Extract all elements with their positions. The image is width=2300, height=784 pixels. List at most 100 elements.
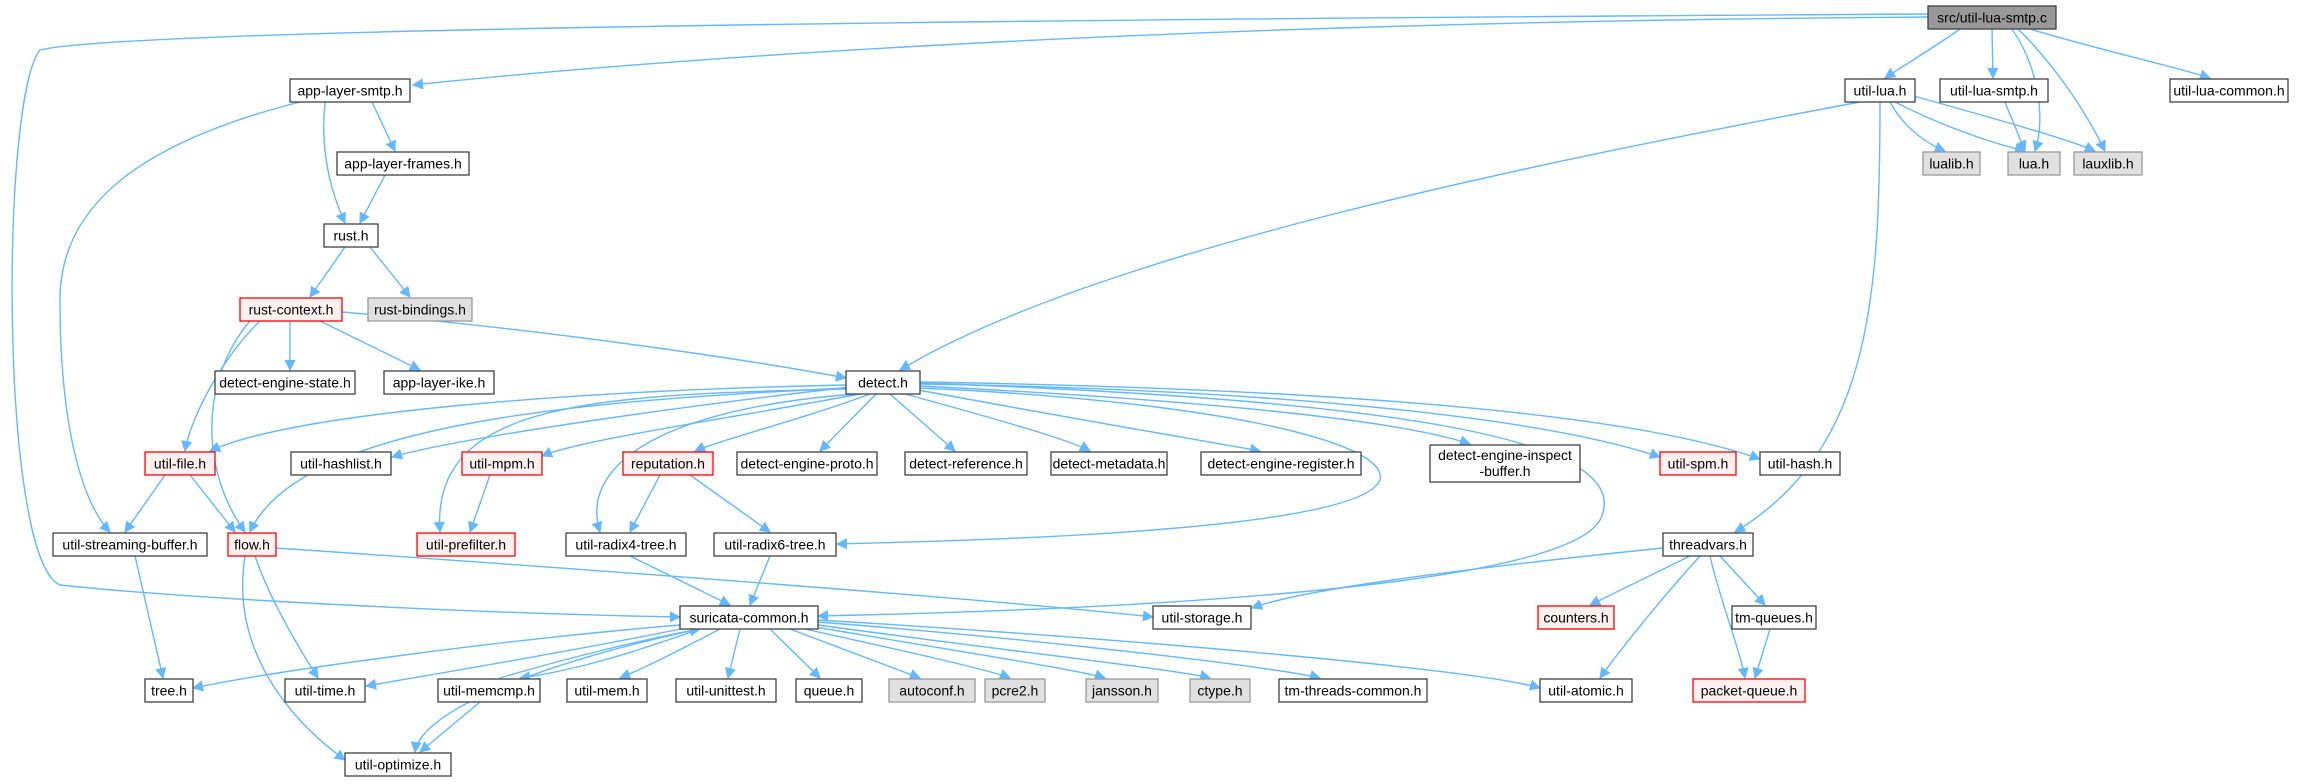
node-util-mem[interactable]: util-mem.h [566,678,648,703]
node-util-lua-common[interactable]: util-lua-common.h [2169,78,2289,103]
node-label-rust-bindings: rust-bindings.h [374,302,466,318]
node-lauxlib[interactable]: lauxlib.h [2073,151,2143,176]
node-util-lua[interactable]: util-lua.h [1844,78,1916,103]
node-detect-reference[interactable]: detect-reference.h [904,451,1028,476]
node-label-util-optimize: util-optimize.h [355,757,441,773]
edge-root-to-util-lua [1884,28,1961,79]
node-detect[interactable]: detect.h [845,370,921,395]
node-label-util-prefilter: util-prefilter.h [426,537,506,553]
node-label-util-streaming-buffer: util-streaming-buffer.h [62,537,197,553]
node-box-util-optimize [344,752,452,777]
node-jansson[interactable]: jansson.h [1085,678,1159,703]
node-autoconf[interactable]: autoconf.h [888,678,976,703]
edge-suricata-common-to-jansson [814,626,1107,681]
node-detect-engine-state[interactable]: detect-engine-state.h [214,370,356,395]
node-box-lua [2007,151,2061,176]
edge-suricata-common-to-util-mem [618,628,721,680]
node-label-util-hashlist: util-hashlist.h [300,456,382,472]
node-label-util-unittest: util-unittest.h [686,683,765,699]
node-box-util-spm [1659,451,1737,476]
node-util-unittest[interactable]: util-unittest.h [675,678,777,703]
node-label-app-layer-frames: app-layer-frames.h [344,156,462,172]
node-label-detect-metadata: detect-metadata.h [1053,456,1166,472]
node-tm-queues[interactable]: tm-queues.h [1731,605,1817,630]
node-util-time[interactable]: util-time.h [284,678,366,703]
edge-app-layer-frames-to-rust [359,174,386,224]
node-util-optimize[interactable]: util-optimize.h [344,752,452,777]
node-box-util-hash [1759,451,1841,476]
edge-root-to-app-layer-smtp [411,16,1929,90]
node-util-radix4-tree[interactable]: util-radix4-tree.h [565,532,687,557]
node-label-app-layer-smtp: app-layer-smtp.h [297,83,402,99]
node-app-layer-smtp[interactable]: app-layer-smtp.h [289,78,411,103]
edge-detect-to-detect-metadata [904,393,1091,452]
node-packet-queue[interactable]: packet-queue.h [1692,678,1806,703]
node-detect-engine-proto[interactable]: detect-engine-proto.h [736,451,878,476]
edge-app-layer-smtp-to-util-streaming-buffer [59,101,301,533]
node-ctype[interactable]: ctype.h [1189,678,1251,703]
node-counters[interactable]: counters.h [1537,605,1615,630]
node-util-lua-smtp-h[interactable]: util-lua-smtp.h [1939,78,2049,103]
node-util-prefilter[interactable]: util-prefilter.h [416,532,516,557]
node-label-tm-threads-common: tm-threads-common.h [1285,683,1422,699]
node-lualib[interactable]: lualib.h [1922,151,1981,176]
node-util-hashlist[interactable]: util-hashlist.h [290,451,392,476]
node-rust-context[interactable]: rust-context.h [239,297,343,322]
node-box-app-layer-frames [336,151,470,176]
node-reputation[interactable]: reputation.h [622,451,714,476]
node-util-mpm[interactable]: util-mpm.h [461,451,543,476]
edge-detect-to-util-file [208,384,847,452]
edge-util-memcmp-to-suricata-common [499,625,702,679]
dependency-nodes: src/util-lua-smtp.c app-layer-smtp.h util-… [52,5,2289,777]
node-box-rust-bindings [367,297,473,322]
node-util-file[interactable]: util-file.h [144,451,216,476]
node-box-util-prefilter [416,532,516,557]
node-util-radix6-tree[interactable]: util-radix6-tree.h [713,532,837,557]
node-label-util-lua-common: util-lua-common.h [2173,83,2284,99]
node-label-ctype: ctype.h [1197,683,1242,699]
node-label-tm-queues: tm-queues.h [1735,610,1813,626]
node-rust[interactable]: rust.h [323,223,379,248]
node-flow[interactable]: flow.h [227,532,277,557]
node-detect-engine-inspect-buffer[interactable]: detect-engine-inspect-buffer.h [1429,444,1581,483]
node-lua[interactable]: lua.h [2007,151,2061,176]
node-box-tree [144,678,194,703]
node-queue[interactable]: queue.h [795,678,863,703]
node-box-rust-context [239,297,343,322]
node-suricata-common[interactable]: suricata-common.h [679,605,819,630]
edge-detect-to-detect-engine-inspect-buffer [919,385,1472,447]
node-util-atomic[interactable]: util-atomic.h [1539,678,1633,703]
node-threadvars[interactable]: threadvars.h [1662,532,1754,557]
node-box-util-radix6-tree [713,532,837,557]
node-util-hash[interactable]: util-hash.h [1759,451,1841,476]
node-detect-metadata[interactable]: detect-metadata.h [1050,451,1168,476]
node-box-flow [227,532,277,557]
node-box-detect-reference [904,451,1028,476]
node-label-lauxlib: lauxlib.h [2082,156,2133,172]
node-box-tm-threads-common [1278,678,1428,703]
node-util-memcmp[interactable]: util-memcmp.h [437,678,541,703]
node-box-packet-queue [1692,678,1806,703]
node-box-threadvars [1662,532,1754,557]
node-tree[interactable]: tree.h [144,678,194,703]
edge-app-layer-smtp-to-rust [323,101,346,225]
node-app-layer-frames[interactable]: app-layer-frames.h [336,151,470,176]
edge-suricata-common-to-util-atomic [817,619,1542,691]
node-pcre2[interactable]: pcre2.h [984,678,1046,703]
node-box-app-layer-smtp [289,78,411,103]
edge-reputation-to-util-radix4-tree [629,474,661,533]
node-detect-engine-register[interactable]: detect-engine-register.h [1200,451,1362,476]
edge-flow-to-util-time [254,555,319,679]
node-util-storage[interactable]: util-storage.h [1152,605,1252,630]
node-tm-threads-common[interactable]: tm-threads-common.h [1278,678,1428,703]
node-util-spm[interactable]: util-spm.h [1659,451,1737,476]
node-box-suricata-common [679,605,819,630]
node-box-reputation [622,451,714,476]
edge-threadvars-to-tm-queues [1719,555,1766,606]
node-label-lualib: lualib.h [1929,156,1973,172]
node-rust-bindings[interactable]: rust-bindings.h [367,297,473,322]
node-util-streaming-buffer[interactable]: util-streaming-buffer.h [52,532,208,557]
node-root[interactable]: src/util-lua-smtp.c [1927,5,2057,30]
edge-detect-to-util-prefilter [433,388,847,534]
node-app-layer-ike[interactable]: app-layer-ike.h [383,370,495,395]
